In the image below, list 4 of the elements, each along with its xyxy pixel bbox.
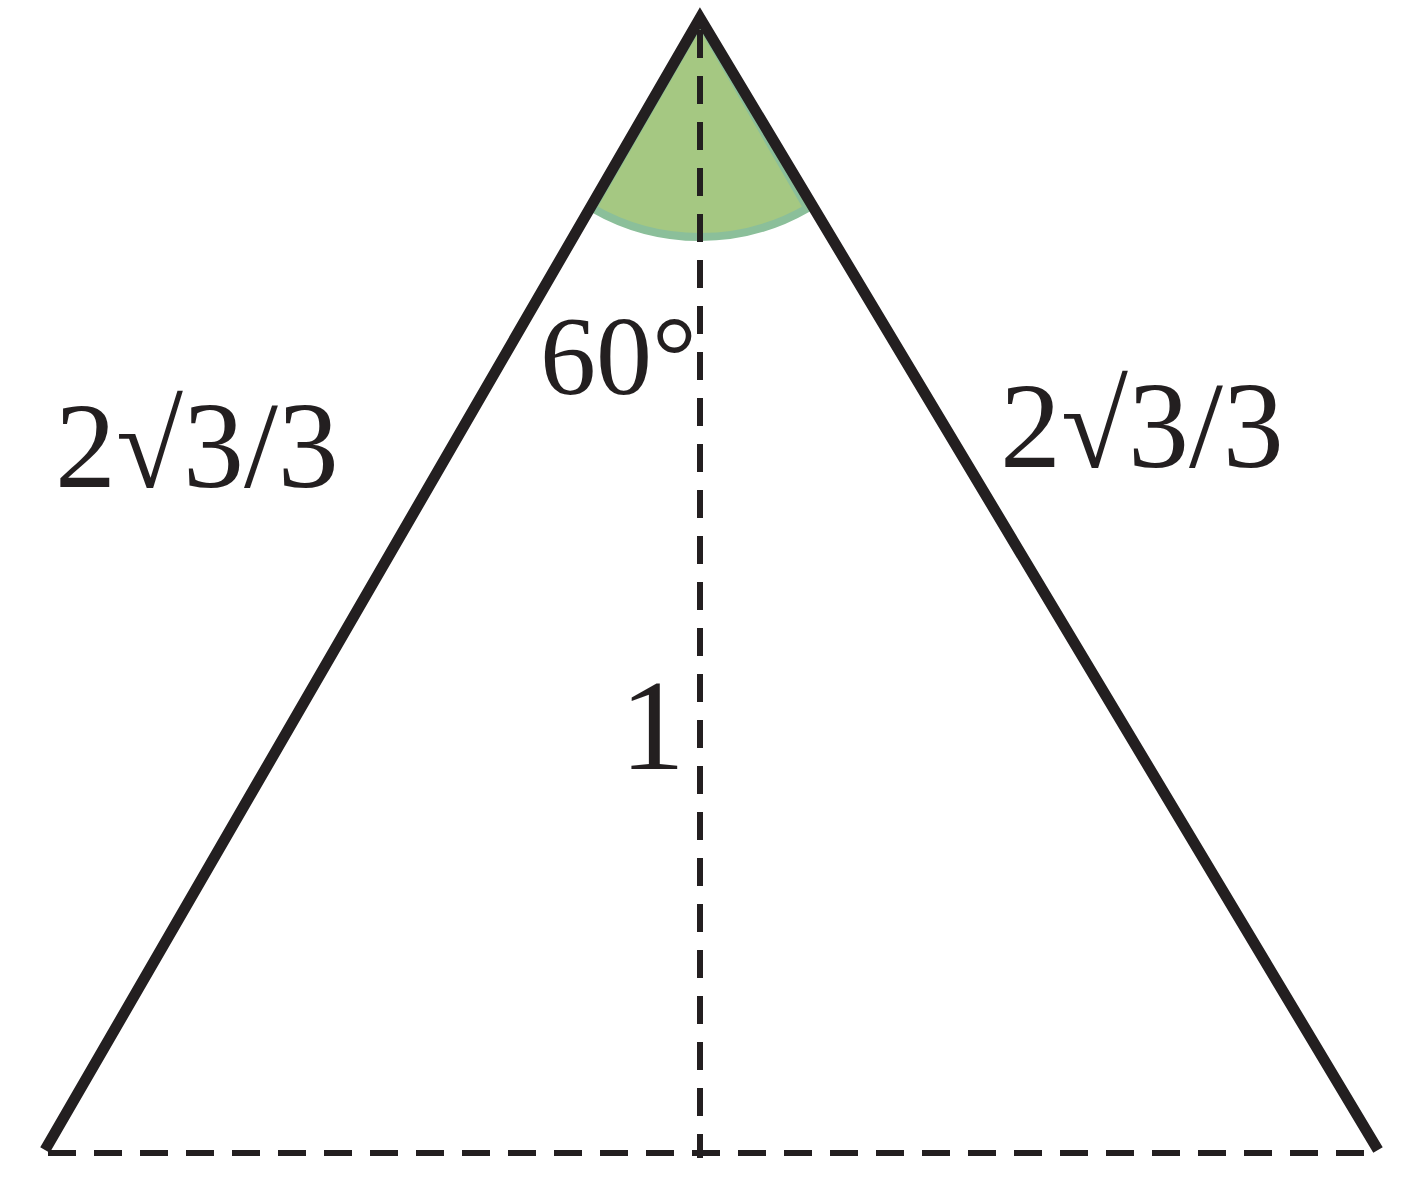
measure-label: 1	[620, 660, 685, 790]
measure-label: 60°	[540, 300, 697, 412]
measure-label: 2√3/3	[55, 385, 339, 507]
measure-label: 2√3/3	[1000, 365, 1284, 487]
